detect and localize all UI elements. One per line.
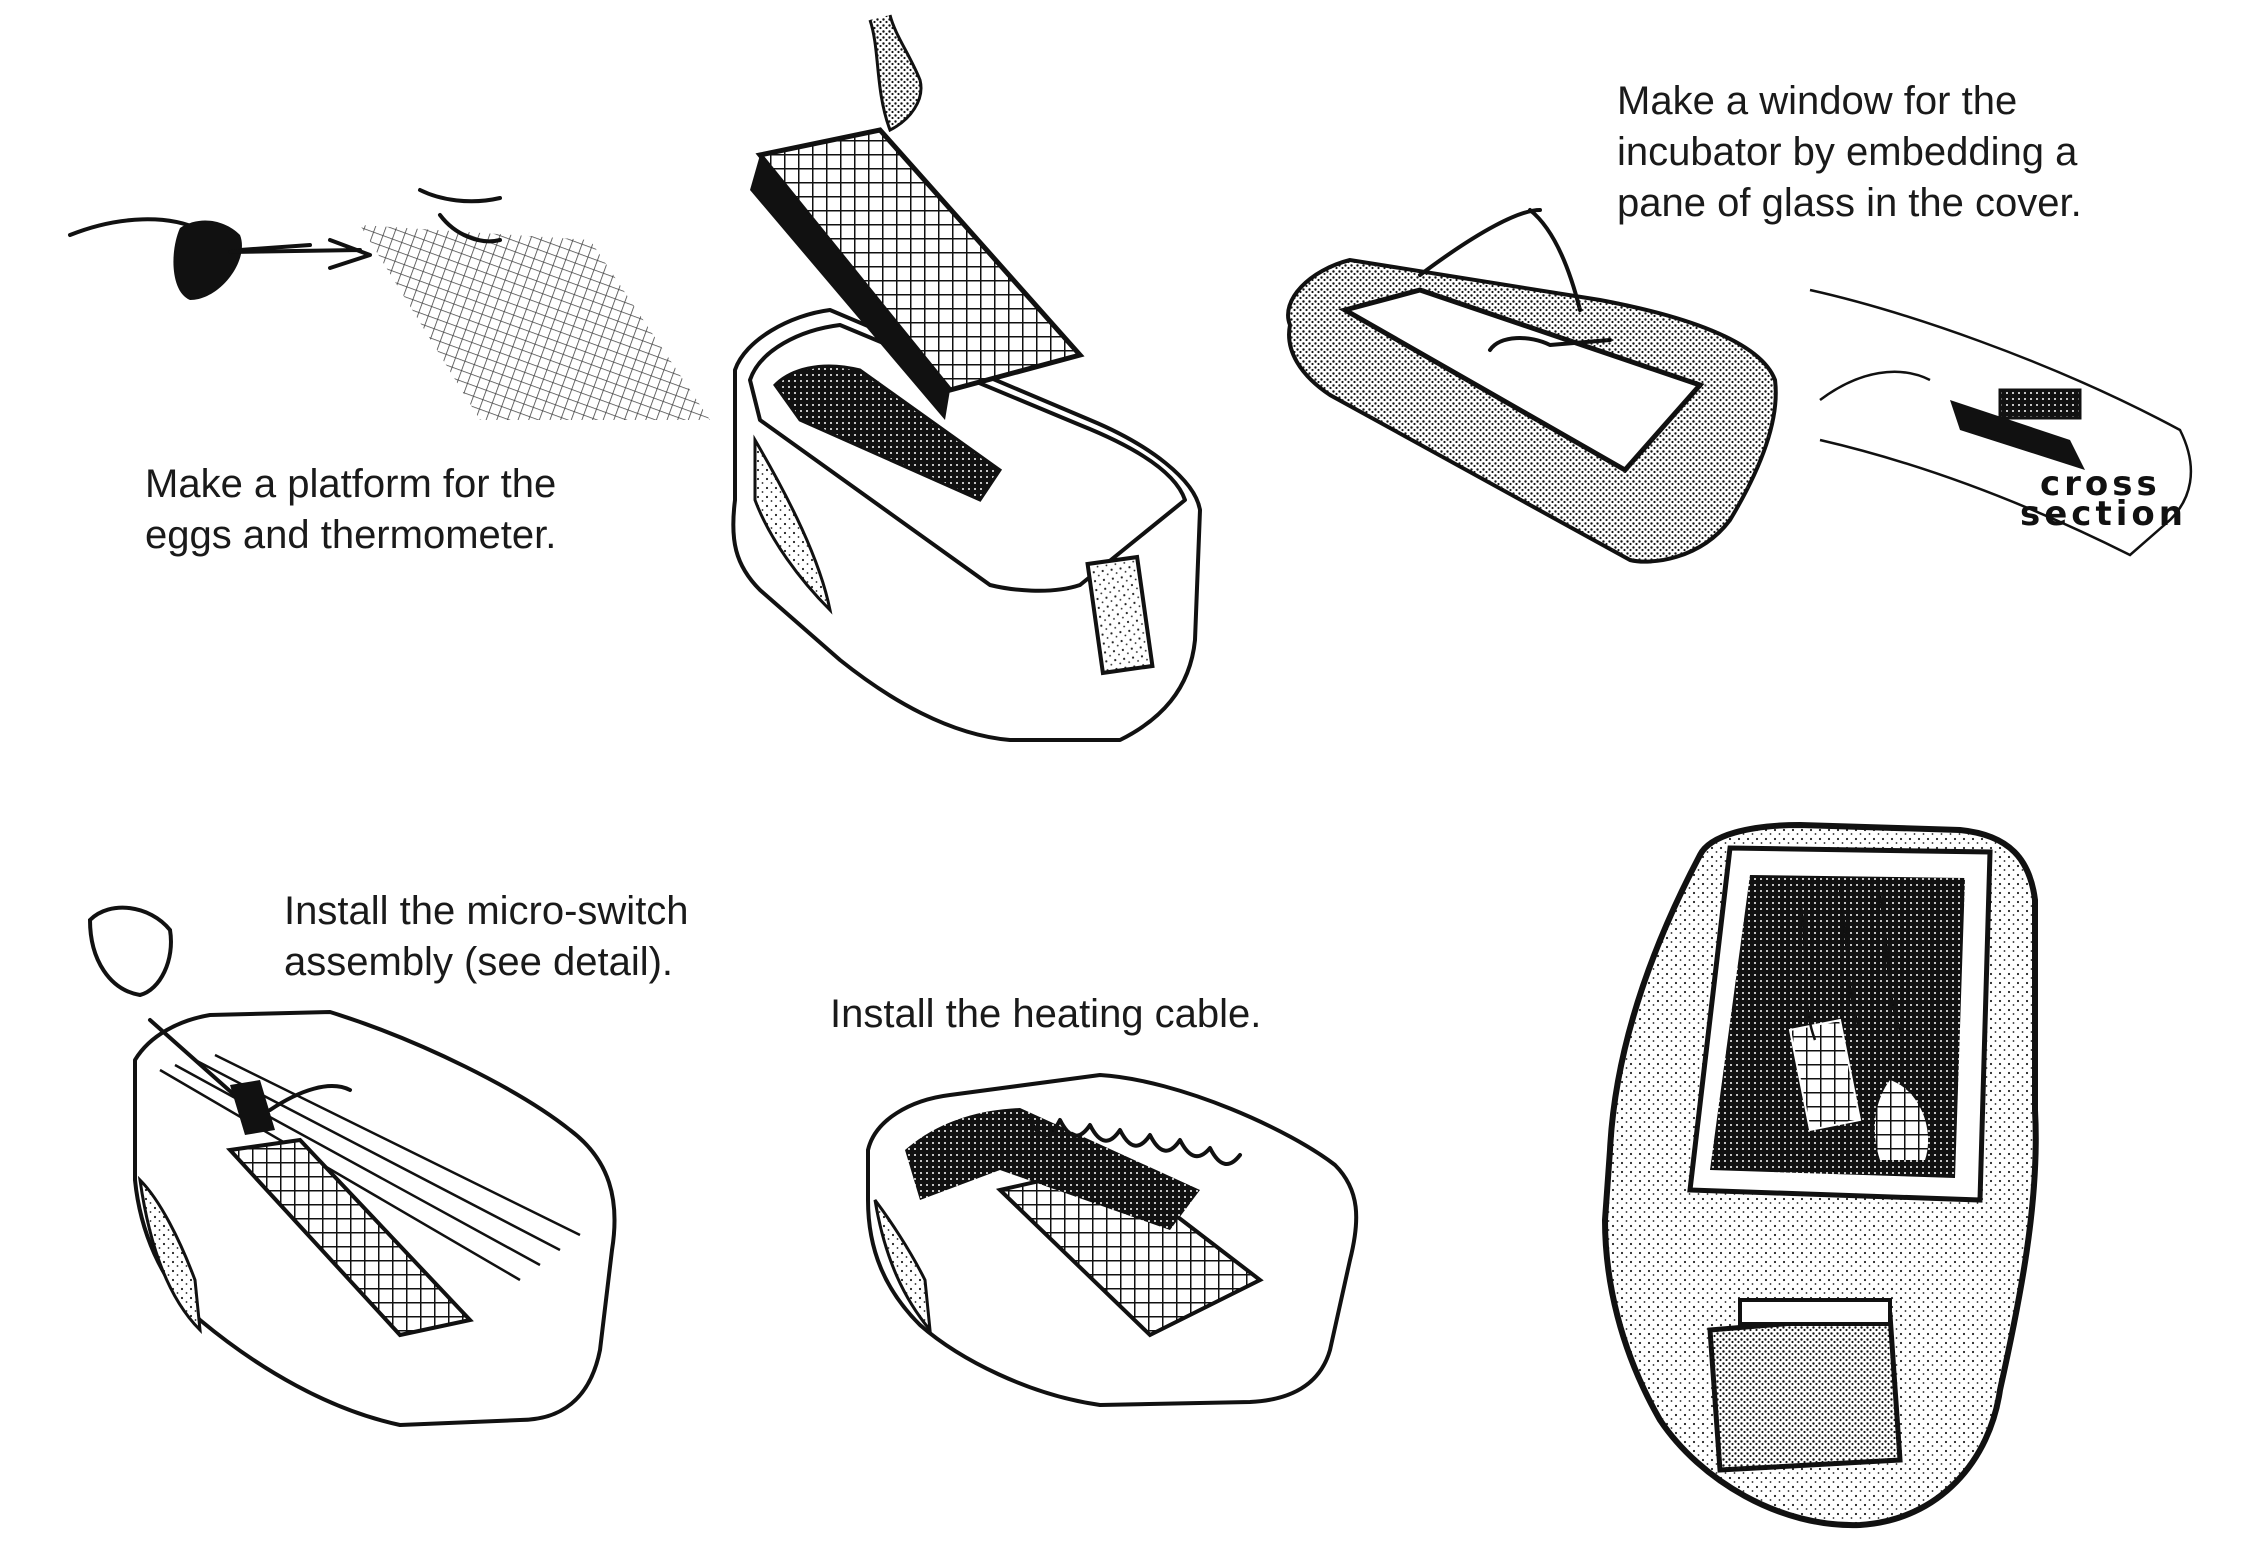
cooler-side-panel — [137, 1175, 202, 1335]
hand-with-knife — [1418, 208, 1582, 312]
knife — [1488, 336, 1612, 352]
left-hand — [173, 220, 242, 300]
mesh-platform — [225, 1137, 474, 1338]
microswitch-illustration — [87, 905, 617, 1427]
cooler-side-panel-2 — [873, 1199, 932, 1335]
cross-section-label-line1: cross — [2040, 464, 2161, 504]
screwdriver — [148, 1018, 242, 1102]
wire-mesh-sheet — [360, 225, 710, 420]
heating-cable-illustration — [866, 1073, 1359, 1407]
cooler-with-basket-illustration — [731, 14, 1202, 742]
caption-heating-line1: Install the heating cable. — [830, 992, 1262, 1036]
micro-switch — [230, 1080, 275, 1135]
incubator-handle — [1707, 1312, 1903, 1473]
heating-cable-runs — [159, 1053, 581, 1282]
hand-holding-switch — [268, 1084, 352, 1112]
caption-window-line1: Make a window for the — [1617, 79, 2018, 123]
cooler-body — [731, 308, 1202, 742]
platform-mesh-illustration — [68, 188, 710, 420]
caption-platform: Make a platform for the eggs and thermom… — [145, 459, 556, 561]
caption-heating: Install the heating cable. — [830, 989, 1261, 1040]
glass-pane — [1338, 287, 1705, 474]
caption-window-line2: incubator by embedding a — [1617, 130, 2078, 174]
caption-platform-line2: eggs and thermometer. — [145, 513, 557, 557]
cross-section-detail: cross section — [1809, 288, 2193, 557]
caption-window-line3: pane of glass in the cover. — [1617, 181, 2082, 225]
cooler-handle — [1085, 554, 1155, 676]
handle-bracket — [1738, 1298, 1892, 1326]
cooler-body-heating — [866, 1073, 1359, 1407]
caption-microswitch: Install the micro-switch assembly (see d… — [284, 886, 689, 988]
hand-holding-basket — [868, 14, 923, 133]
right-hand — [418, 188, 502, 244]
caption-microswitch-line2: assembly (see detail). — [284, 940, 674, 984]
cooler-side-recess — [753, 434, 833, 615]
glass-edge-section — [1950, 400, 2085, 470]
heating-cable — [1028, 1118, 1242, 1166]
thermometer-tray — [773, 364, 1003, 502]
hand-with-screwdriver — [87, 905, 173, 998]
interior-thermometer — [1874, 1080, 1929, 1160]
tin-snips — [228, 238, 372, 270]
cable-coil-zone — [905, 1108, 1200, 1230]
mesh-basket-side — [750, 155, 950, 420]
caption-microswitch-line1: Install the micro-switch — [284, 889, 689, 933]
caption-platform-line1: Make a platform for the — [145, 462, 557, 506]
interior-mesh-tray — [1788, 1018, 1862, 1132]
cooler-lid-open — [748, 323, 1187, 593]
interior-heating-cable — [1798, 889, 1902, 1041]
cross-section-outline — [1809, 288, 2193, 557]
tape-strip — [1998, 388, 2082, 420]
mesh-basket — [755, 127, 1085, 393]
finger-outline — [1819, 370, 1931, 402]
lid-window-illustration — [1286, 208, 1778, 564]
cross-section-label-line2: section — [2020, 494, 2187, 534]
caption-window: Make a window for the incubator by embed… — [1617, 76, 2082, 229]
finished-incubator-illustration — [1601, 821, 2039, 1529]
